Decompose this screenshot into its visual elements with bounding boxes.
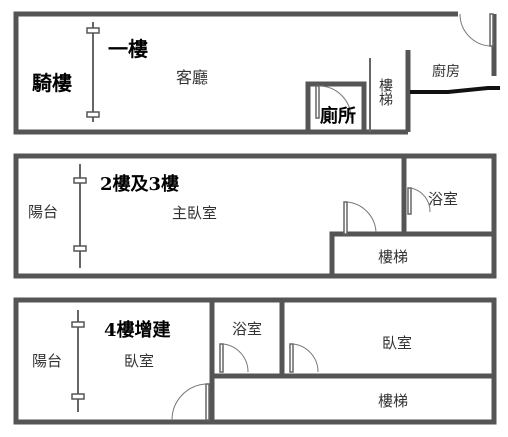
floor4-bathroom-door — [219, 343, 224, 373]
floor23-balcony-post-bottom — [73, 245, 87, 252]
floor4-bedroom-right-door — [289, 343, 294, 373]
floor23-balcony-label: 陽台 — [28, 203, 58, 221]
floor23-bedroom-door-swing — [346, 201, 377, 233]
floor1-arcade-post-bottom — [86, 111, 100, 118]
floor1-kitchen-door — [489, 13, 494, 47]
floor1-kitchen-boundary — [410, 86, 500, 94]
floor23-plan: 陽台 2樓及3樓 主臥室 浴室 樓梯 — [13, 153, 497, 279]
floor1-floor-label: 一樓 — [108, 37, 148, 61]
floor1-stairs-label: 樓梯 — [377, 78, 393, 107]
floor1-plan: 騎樓 一樓 客廳 廁所 廚房 樓梯 — [13, 11, 500, 135]
floor1-arcade-label: 騎樓 — [32, 71, 72, 95]
floor23-outer-wall — [13, 153, 497, 279]
floor4-balcony-post-bottom — [71, 393, 85, 400]
floor4-bathroom-label: 浴室 — [232, 320, 262, 338]
floor23-stair-walls — [329, 231, 494, 276]
floor4-bedroom-left-door — [205, 383, 210, 421]
floor4-bedroom-left-label: 臥室 — [124, 352, 154, 370]
floor23-floor-label: 2樓及3樓 — [100, 173, 179, 195]
floor4-balcony-post-top — [71, 321, 85, 328]
floor4-plan: 陽台 4樓增建 臥室 浴室 臥室 樓梯 — [13, 297, 497, 425]
floor4-bedroom-left-door-swing — [171, 383, 207, 421]
floor4-stairs-label: 樓梯 — [378, 392, 408, 410]
floor4-floor-label: 4樓增建 — [104, 319, 171, 341]
floor4-bedroom-right-label: 臥室 — [382, 334, 412, 352]
floor23-bathroom-door-swing — [410, 187, 431, 213]
floor4-bedroom-right-door-swing — [292, 343, 319, 373]
floor23-balcony-post-top — [73, 177, 87, 184]
floor1-toilet-label: 廁所 — [320, 105, 356, 127]
floor23-stairs-label: 樓梯 — [378, 248, 408, 266]
floor1-outer-wall — [13, 11, 458, 135]
floor23-bedroom-door — [343, 201, 348, 235]
floor1-toilet-door — [315, 85, 320, 119]
floor23-master-bedroom-label: 主臥室 — [172, 204, 217, 222]
floor1-arcade-post-top — [86, 27, 100, 34]
floor1-toilet-door-swing — [318, 85, 352, 119]
floor1-toilet-walls — [305, 81, 367, 132]
floor4-bathroom-door-swing — [222, 343, 249, 373]
floor4-balcony-label: 陽台 — [32, 352, 62, 370]
floor1-kitchen-label: 廚房 — [432, 63, 460, 80]
floor1-kitchen-door-swing — [459, 13, 491, 47]
floor23-bathroom-label: 浴室 — [428, 190, 458, 208]
floor4-outer-wall — [13, 297, 497, 425]
floor1-living-room-label: 客廳 — [176, 68, 208, 87]
floor23-bathroom-door — [407, 187, 412, 215]
